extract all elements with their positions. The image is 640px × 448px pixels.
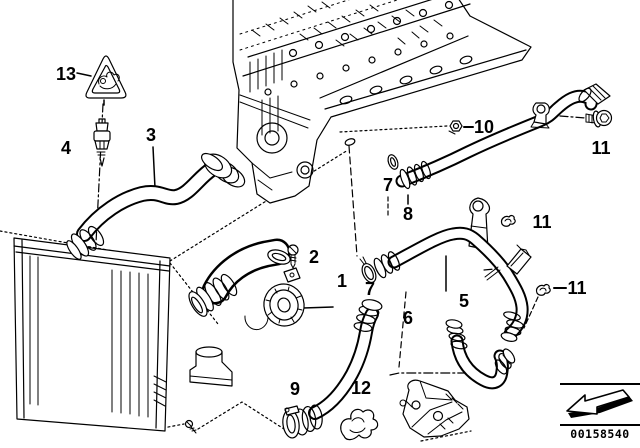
- clip-11-middle: [500, 214, 516, 227]
- callout-8: 8: [402, 204, 414, 224]
- callout-12: 12: [350, 378, 372, 398]
- callout-9: 9: [289, 379, 301, 399]
- callout-1: 1: [336, 271, 348, 291]
- callout-7-upper: 7: [382, 175, 394, 195]
- image-number: 00158540: [570, 427, 630, 441]
- nut-10: [448, 120, 463, 135]
- hose-5-lower-elbow: [445, 319, 516, 390]
- callout-11-top: 11: [591, 138, 611, 158]
- engine-block: [232, 0, 532, 204]
- thermostat-housing-assembly-1: [188, 238, 305, 331]
- upper-radiator-hose-3: [66, 152, 246, 260]
- callout-13: 13: [55, 64, 77, 84]
- callout-7-lower: 7: [364, 279, 376, 299]
- divider: [560, 383, 640, 385]
- water-hose-5: [373, 226, 532, 342]
- bolt-11-top: [585, 109, 613, 128]
- callout-2: 2: [308, 247, 320, 267]
- callout-11-lower: 11: [567, 278, 587, 298]
- warning-triangle-symbol-13: [85, 55, 127, 99]
- direction-arrow-icon: [566, 389, 633, 418]
- hose-clip-12: [340, 408, 379, 441]
- clip-11-lower: [535, 283, 551, 296]
- callout-10: 10: [473, 117, 495, 137]
- water-hose-9: [282, 299, 383, 439]
- callout-3: 3: [145, 125, 157, 145]
- callout-6: 6: [402, 308, 414, 328]
- image-number-block: 00158540: [560, 383, 640, 441]
- engine-mount-bracket: [399, 379, 470, 438]
- callout-5: 5: [458, 291, 470, 311]
- bleed-screw-2: [287, 244, 299, 269]
- radiator-mount-bracket: [189, 346, 233, 387]
- water-temperature-sensor-4: [93, 118, 111, 167]
- water-hose-8: [395, 83, 611, 190]
- radiator: [13, 237, 171, 432]
- drain-screw: [184, 419, 197, 434]
- sealing-ring-7-upper: [387, 154, 399, 170]
- hose-clamp-7-lower: [359, 256, 377, 284]
- divider: [560, 424, 640, 426]
- callout-11-middle: 11: [532, 212, 552, 232]
- callout-4: 4: [60, 138, 72, 158]
